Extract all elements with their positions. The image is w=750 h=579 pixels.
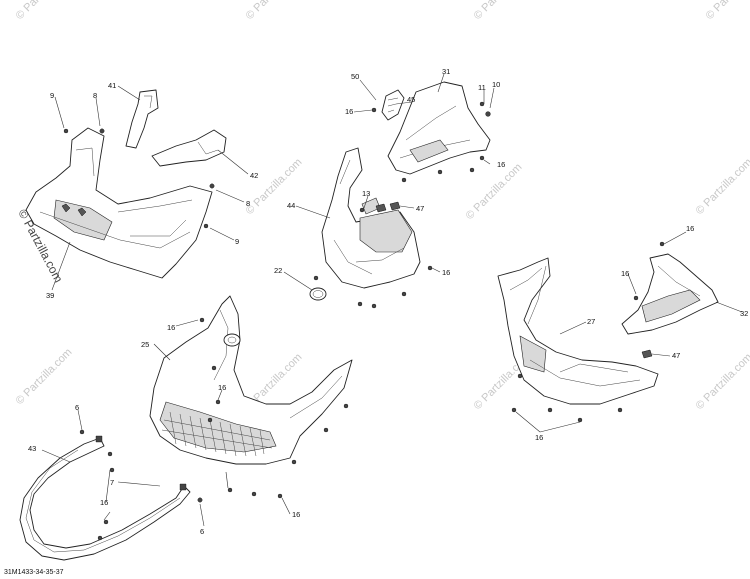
bolt-16: [427, 265, 433, 271]
callout-39: 39: [46, 291, 54, 300]
bolt-16: [107, 451, 113, 457]
callout-9: 9: [50, 91, 54, 100]
watermark-text: © Partzilla.com: [14, 0, 75, 22]
front-fascia-25: [149, 295, 353, 465]
bolt-16: [97, 535, 103, 541]
watermark-text: © Partzilla.com: [14, 346, 75, 407]
callout-8: 8: [93, 91, 97, 100]
callout-43: 43: [28, 444, 36, 453]
callout-44: 44: [287, 201, 295, 210]
clip-47-top: [375, 201, 401, 213]
callout-10: 10: [492, 80, 500, 89]
bolt-16: [215, 399, 221, 405]
bolt-6: [197, 497, 203, 503]
bolt-16: [207, 417, 213, 423]
watermark-text: © Partzilla.com: [244, 0, 305, 22]
bolt-9: [63, 128, 69, 134]
bolt-11: [479, 101, 485, 107]
watermark-text: © Partzilla.com: [704, 0, 750, 22]
bolt-9: [203, 223, 209, 229]
callout-50: 50: [351, 72, 359, 81]
bolt-16: [547, 407, 553, 413]
bolt-16: [313, 275, 319, 281]
bolt-16: [357, 301, 363, 307]
leader-lines: [41, 73, 743, 527]
callout-47: 47: [416, 204, 424, 213]
callout-22: 22: [274, 266, 282, 275]
callout-45: 45: [407, 95, 415, 104]
bolt-8: [99, 128, 105, 134]
bolt-16: [633, 295, 639, 301]
bolt-16: [103, 519, 109, 525]
bolt-16: [199, 317, 205, 323]
callout-27: 27: [587, 317, 595, 326]
bolt-16: [401, 291, 407, 297]
callout-16: 16: [621, 269, 629, 278]
callout-16: 16: [167, 323, 175, 332]
callout-16: 16: [442, 268, 450, 277]
callout-labels: 50 31 11 10 45 16 16 41 9 8 42 8 9 13 47…: [28, 67, 748, 536]
bolt-16: [479, 155, 485, 161]
bolt-16: [577, 417, 583, 423]
bolt-16: [401, 177, 407, 183]
bolt-16: [277, 493, 283, 499]
callout-11: 11: [478, 83, 486, 92]
lower-panel-32: [621, 253, 719, 359]
callout-8: 8: [246, 199, 250, 208]
bolt-10: [485, 111, 491, 117]
watermark-text: © Partzilla.com: [694, 351, 750, 412]
deflector-42: [151, 129, 227, 167]
bolt-16: [211, 365, 217, 371]
side-panel-39: [25, 127, 213, 279]
callout-32: 32: [740, 309, 748, 318]
fastener-group: [63, 101, 665, 541]
side-frame-27: [497, 257, 659, 405]
callout-16: 16: [345, 107, 353, 116]
callout-6: 6: [75, 403, 79, 412]
callout-16: 16: [535, 433, 543, 442]
callout-16: 16: [686, 224, 694, 233]
callout-16: 16: [100, 498, 108, 507]
bolt-13: [359, 207, 365, 213]
bracket-41: [125, 89, 159, 149]
callout-16: 16: [292, 510, 300, 519]
watermark-text: © Partzilla.com: [472, 0, 533, 22]
bolt-16: [659, 241, 665, 247]
watermark-text: © Partzilla.com: [694, 156, 750, 217]
bumper-43: [19, 435, 191, 561]
callout-42: 42: [250, 171, 258, 180]
diagram-code: 31M1433-34-35-37: [4, 569, 64, 576]
dash-panel-44: [321, 147, 421, 289]
cap-22: [309, 287, 327, 301]
bolt-16: [511, 407, 517, 413]
latch-45: [381, 89, 405, 121]
bolt-16: [371, 107, 377, 113]
bolt-16: [323, 427, 329, 433]
bolt-16: [617, 407, 623, 413]
callout-25: 25: [141, 340, 149, 349]
callout-13: 13: [362, 189, 370, 198]
callout-16: 16: [218, 383, 226, 392]
bolt-16: [343, 403, 349, 409]
bolt-8: [209, 183, 215, 189]
watermark-text: © Partzilla.com: [244, 156, 305, 217]
bolt-16: [371, 303, 377, 309]
bolt-16: [227, 487, 233, 493]
callout-47: 47: [672, 351, 680, 360]
bolt-16: [469, 167, 475, 173]
bolt-16: [109, 467, 115, 473]
bolt-16: [437, 169, 443, 175]
callout-6: 6: [200, 527, 204, 536]
callout-31: 31: [442, 67, 450, 76]
upper-panel-31: [387, 81, 491, 175]
bolt-16: [79, 429, 85, 435]
bolt-16: [517, 373, 523, 379]
bolt-16: [291, 459, 297, 465]
callout-41: 41: [108, 81, 116, 90]
callout-16: 16: [497, 160, 505, 169]
callout-7: 7: [110, 478, 114, 487]
callout-9: 9: [235, 237, 239, 246]
bolt-16: [251, 491, 257, 497]
